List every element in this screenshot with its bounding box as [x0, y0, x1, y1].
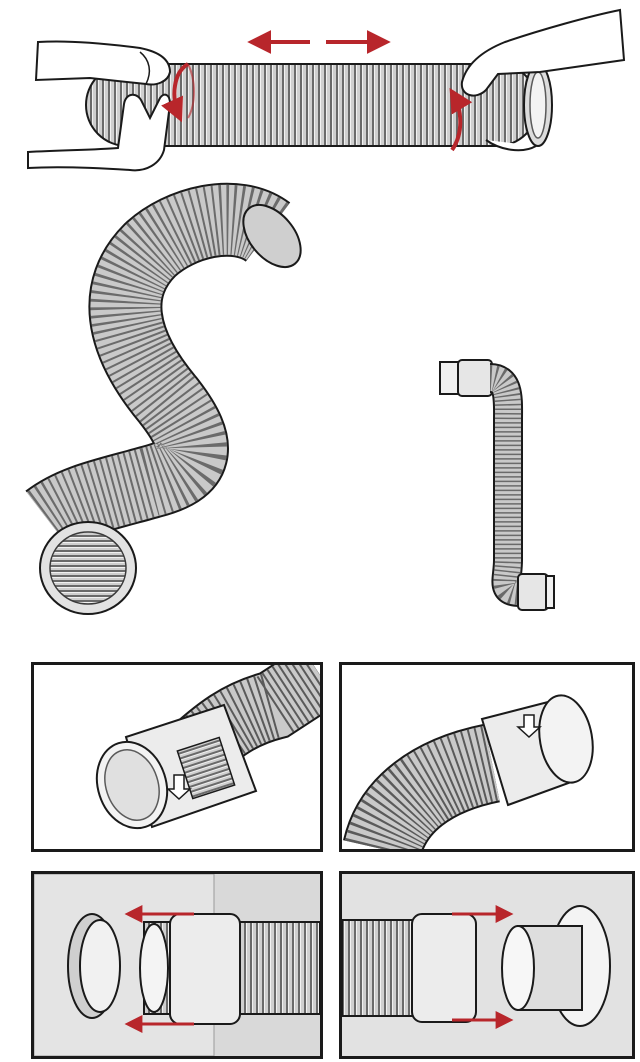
adapter-icon	[480, 694, 594, 807]
attach-adapter-b-panel	[339, 662, 635, 852]
twist-arrow-icon	[161, 62, 195, 123]
hose-icon	[343, 723, 501, 849]
bent-hose-step	[25, 182, 302, 615]
connect-to-wall-art	[342, 874, 632, 1056]
adapter-icon	[95, 703, 258, 830]
adapter-icon	[139, 913, 241, 1025]
attach-adapter-b-art	[343, 694, 594, 849]
attach-adapter-a-art	[95, 665, 320, 830]
connect-to-unit-panel	[31, 871, 323, 1059]
down-arrow-icon	[516, 714, 542, 739]
hose-icon	[85, 63, 553, 147]
hose-with-adapters-step	[439, 359, 555, 611]
hose-icon	[25, 182, 302, 615]
adapter-icon	[517, 573, 555, 611]
hose-icon	[487, 363, 524, 607]
connect-to-wall-panel	[339, 871, 635, 1059]
adapter-icon	[411, 905, 611, 1027]
attach-adapter-a-panel	[31, 662, 323, 852]
adapter-icon	[67, 913, 121, 1019]
hand-icon	[27, 93, 172, 172]
twist-arrow-icon	[449, 87, 473, 152]
connect-to-unit-art	[34, 874, 320, 1056]
stretch-hose-step	[27, 8, 626, 172]
down-arrow-icon	[166, 774, 192, 801]
hand-icon	[460, 8, 626, 152]
hand-icon	[34, 40, 172, 86]
adapter-icon	[439, 359, 493, 397]
